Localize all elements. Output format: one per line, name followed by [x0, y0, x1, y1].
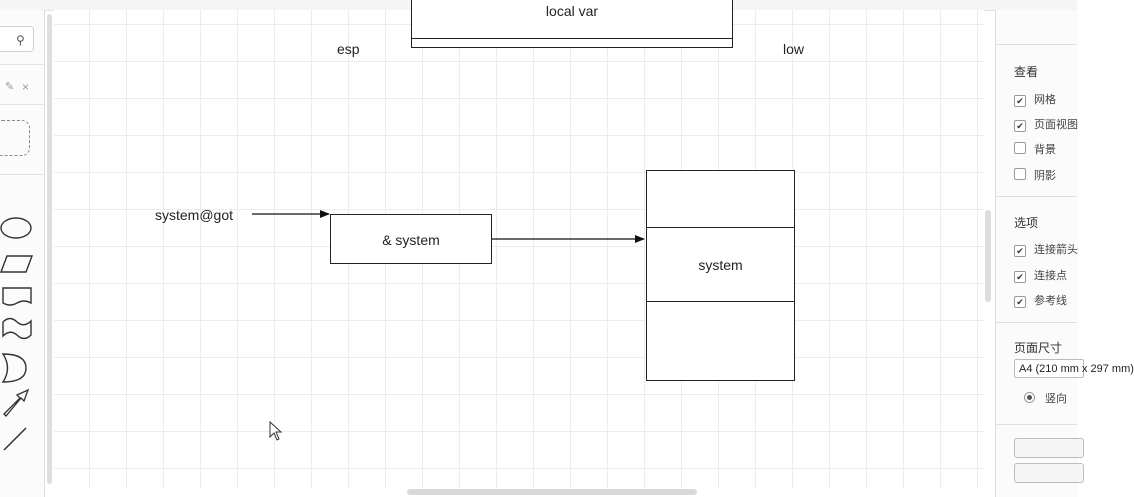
checkbox-unchecked-icon[interactable] [1014, 142, 1026, 154]
shape-library-panel [0, 10, 45, 497]
esp-label: esp [337, 41, 360, 57]
option-label: 连接箭头 [1034, 244, 1078, 256]
format-panel [995, 10, 1078, 497]
option-label: 参考线 [1034, 295, 1067, 307]
checkbox-checked-icon[interactable]: ✔ [1014, 296, 1026, 308]
view-option-label: 阴影 [1034, 170, 1056, 182]
view-option-label: 网格 [1034, 94, 1056, 106]
format-panel-button[interactable] [1014, 463, 1084, 483]
local-var-box[interactable]: local var [411, 0, 733, 39]
panel-divider [0, 104, 44, 105]
close-icon[interactable]: × [22, 80, 30, 94]
checkbox-checked-icon[interactable]: ✔ [1014, 271, 1026, 283]
shape-line[interactable] [0, 424, 44, 454]
amp-system-box[interactable]: & system [330, 214, 492, 264]
shape-ellipse[interactable] [0, 215, 44, 241]
format-panel-button[interactable] [1014, 438, 1084, 458]
shape-arrow[interactable] [0, 386, 44, 420]
shape-panel-scrollbar[interactable] [47, 14, 52, 484]
stack-cell[interactable] [411, 38, 733, 48]
connector-layer [252, 210, 645, 243]
panel-divider [0, 64, 44, 65]
options-section-title: 选项 [1014, 216, 1039, 230]
shape-tape[interactable] [0, 316, 44, 342]
page-size-section-title: 页面尺寸 [1014, 341, 1063, 355]
panel-divider [0, 174, 44, 175]
amp-system-label: & system [382, 232, 440, 248]
search-icon[interactable]: ⚲ [16, 33, 25, 47]
checkbox-checked-icon[interactable]: ✔ [1014, 120, 1026, 132]
checkbox-checked-icon[interactable]: ✔ [1014, 95, 1026, 107]
target-stack-cell-bottom[interactable] [646, 301, 795, 381]
checkbox-unchecked-icon[interactable] [1014, 168, 1026, 180]
system-cell-label: system [698, 257, 743, 273]
page-size-select[interactable]: A4 (210 mm x 297 mm) [1014, 359, 1134, 378]
option-connection-points[interactable]: ✔ 连接点 [1014, 267, 1067, 283]
shape-delay[interactable] [0, 351, 44, 385]
system-cell[interactable]: system [646, 227, 795, 302]
view-option-page-view[interactable]: ✔ 页面视图 [1014, 116, 1078, 132]
radio-selected-icon[interactable] [1024, 392, 1035, 403]
option-label: 连接点 [1034, 270, 1067, 282]
got-entry-label: system@got [155, 207, 234, 223]
canvas-vertical-scrollbar[interactable] [985, 210, 991, 302]
shape-document[interactable] [0, 285, 44, 309]
mouse-pointer-icon [269, 420, 283, 441]
shape-parallelogram[interactable] [0, 253, 44, 275]
view-option-shadow[interactable]: 阴影 [1014, 167, 1056, 183]
checkbox-checked-icon[interactable]: ✔ [1014, 245, 1026, 257]
format-panel-divider [995, 322, 1077, 323]
view-option-label: 背景 [1034, 144, 1056, 156]
view-section-title: 查看 [1014, 65, 1039, 79]
target-stack-cell-top[interactable] [646, 170, 795, 228]
view-option-label: 页面视图 [1034, 119, 1078, 131]
option-guides[interactable]: ✔ 参考线 [1014, 292, 1067, 308]
shape-search-input[interactable] [0, 26, 34, 52]
shape-rounded-rectangle-dashed[interactable] [0, 120, 30, 156]
canvas-horizontal-scrollbar[interactable] [407, 489, 697, 495]
diagram-canvas[interactable] [54, 10, 984, 488]
low-label: low [783, 41, 805, 57]
option-connection-arrows[interactable]: ✔ 连接箭头 [1014, 241, 1078, 257]
view-option-grid[interactable]: ✔ 网格 [1014, 91, 1056, 107]
view-option-background[interactable]: 背景 [1014, 141, 1056, 157]
pencil-icon[interactable]: ✎ [5, 81, 15, 93]
orientation-portrait-radio[interactable]: 竖向 [1024, 390, 1067, 406]
format-panel-divider [995, 424, 1077, 425]
format-panel-divider [995, 196, 1077, 197]
format-panel-divider [995, 44, 1077, 45]
orientation-label: 竖向 [1045, 393, 1067, 405]
local-var-label: local var [545, 3, 599, 19]
